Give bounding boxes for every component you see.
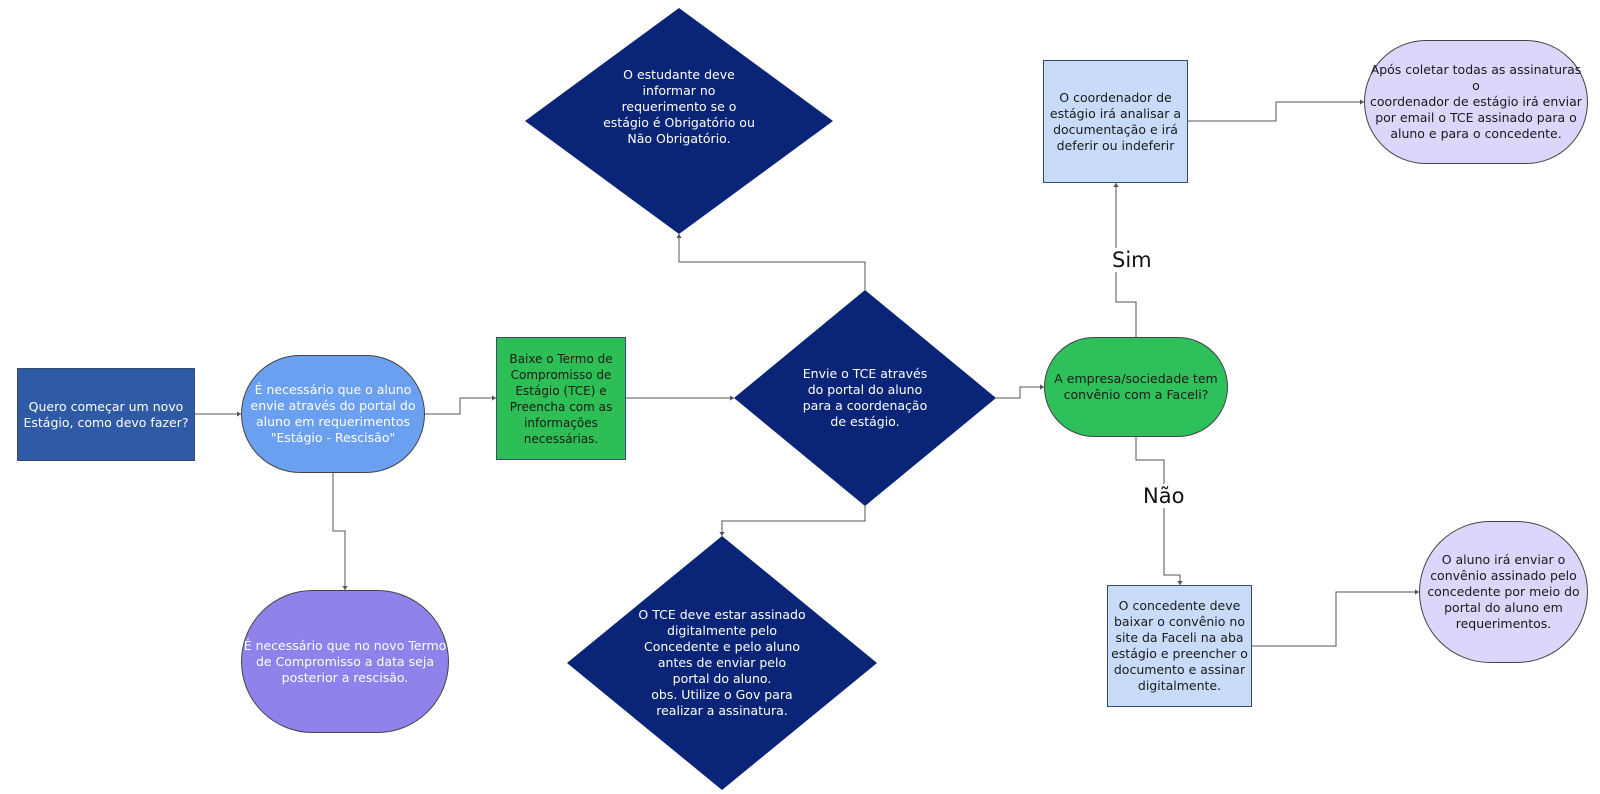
edge-request-to-download (425, 397, 496, 415)
agreement-question-text: A empresa/sociedade tem convênio com a F… (1054, 371, 1218, 402)
start-node[interactable]: Quero começar um novo Estágio, como devo… (17, 368, 195, 461)
edge-request-to-note (332, 473, 346, 590)
edge-coord-to-sendsigned-arrowhead (1360, 99, 1364, 105)
edge-send-to-inform-arrowhead (676, 234, 682, 238)
edge-question-yes-to-coord-arrowhead (1113, 183, 1119, 187)
edge-download-to-send-arrowhead (730, 395, 734, 401)
inform-internship-type-decision[interactable]: O estudante deve informar no requeriment… (525, 8, 833, 234)
signed-tce-decision[interactable]: O TCE deve estar assinado digitalmente p… (567, 536, 877, 790)
edge-question-no-to-grantor (1135, 437, 1181, 585)
download-tce-node[interactable]: Baixe o Termo de Compromisso de Estágio … (496, 337, 626, 460)
inform-type-text: O estudante deve informar no requeriment… (603, 67, 755, 146)
student-send-agreement-node[interactable]: O aluno irá enviar o convênio assinado p… (1419, 521, 1588, 663)
edge-question-yes-to-coord (1115, 183, 1137, 337)
request-via-portal-node[interactable]: É necessário que o aluno envie através d… (241, 355, 425, 473)
grantor-download-agreement-node[interactable]: O concedente deve baixar o convênio no s… (1107, 585, 1252, 707)
signed-tce-diamond-shape (567, 536, 877, 790)
grantor-download-agreement-text: O concedente deve baixar o convênio no s… (1111, 598, 1248, 693)
new-term-date-note-text: É necessário que no novo Termo de Compro… (243, 637, 447, 685)
new-term-date-note-node[interactable]: É necessário que no novo Termo de Compro… (241, 590, 449, 733)
start-node-text: Quero começar um novo Estágio, como devo… (23, 398, 189, 430)
edge-question-no-to-grantor-arrowhead (1177, 581, 1183, 585)
edge-send-to-signed-arrowhead (719, 532, 725, 536)
edge-send-to-signed (721, 506, 866, 536)
edge-coord-to-sendsigned (1188, 101, 1364, 122)
edge-send-to-question (996, 386, 1044, 399)
edge-grantor-to-studentsend (1252, 591, 1419, 647)
coordinator-review-text: O coordenador de estágio irá analisar a … (1049, 89, 1182, 153)
edge-grantor-to-studentsend-arrowhead (1415, 589, 1419, 595)
signed-tce-text: O TCE deve estar assinado digitalmente p… (638, 607, 806, 718)
request-via-portal-text: É necessário que o aluno envie através d… (250, 382, 416, 445)
no-edge-label: Não (1141, 484, 1187, 508)
edge-request-to-download-arrowhead (492, 395, 496, 401)
edge-send-to-question-arrowhead (1040, 384, 1044, 390)
send-signed-tce-text: Após coletar todas as assinaturas o coor… (1370, 62, 1582, 141)
edge-request-to-note-arrowhead (342, 586, 348, 590)
send-signed-tce-node[interactable]: Após coletar todas as assinaturas o coor… (1364, 40, 1588, 164)
yes-edge-label: Sim (1110, 248, 1154, 272)
download-tce-text: Baixe o Termo de Compromisso de Estágio … (509, 351, 613, 446)
send-tce-diamond-shape (734, 290, 996, 506)
edge-send-to-inform (678, 234, 866, 290)
inform-type-diamond-shape (525, 8, 833, 234)
coordinator-review-node[interactable]: O coordenador de estágio irá analisar a … (1043, 60, 1188, 183)
edge-start-to-request-arrowhead (237, 411, 241, 417)
send-tce-text: Envie o TCE através do portal do aluno p… (802, 366, 928, 429)
student-send-agreement-text: O aluno irá enviar o convênio assinado p… (1427, 552, 1580, 631)
send-tce-decision[interactable]: Envie o TCE através do portal do aluno p… (734, 290, 996, 506)
agreement-question-node[interactable]: A empresa/sociedade tem convênio com a F… (1044, 337, 1228, 437)
